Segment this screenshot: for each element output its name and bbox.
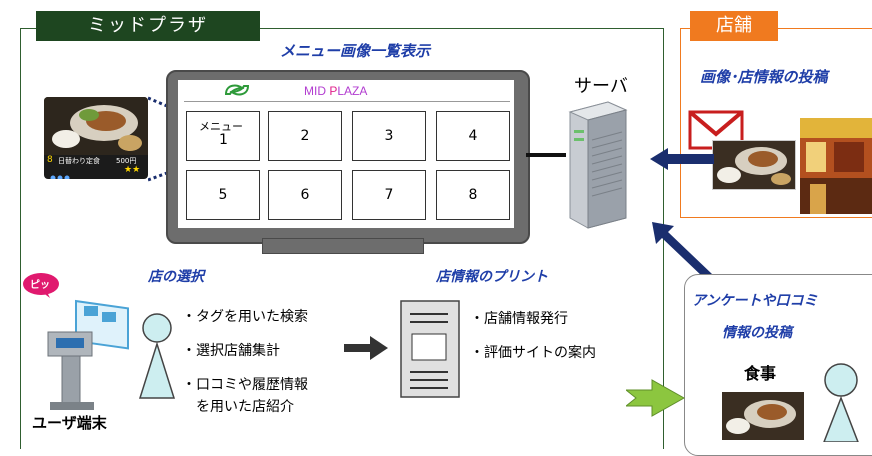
beep-bubble: [23, 273, 59, 298]
menu-display-title: メニュー画像一覧表示: [280, 42, 431, 60]
terminal-label: ユーザ端末: [32, 414, 107, 432]
store-title: 店舗: [690, 11, 778, 41]
menu-item-5[interactable]: 5: [186, 170, 260, 220]
logo-text-post: LAZA: [337, 84, 368, 98]
food-plate-icon: [44, 97, 148, 155]
right-arrow-icon: [344, 336, 388, 360]
storefront-photo: [800, 118, 872, 214]
mid-plaza-title: ミッドプラザ: [36, 11, 260, 41]
kiosk-terminal-icon: [47, 299, 129, 410]
menu-item-1-caption: メニュー: [199, 120, 243, 133]
sample-menu-photo: 8 日替わり定食 500円 ★★: [44, 97, 148, 179]
diner-person-icon: [823, 363, 859, 442]
selection-item-2: ・選択店舗集計: [182, 343, 280, 359]
server-label: サーバ: [574, 76, 628, 97]
sample-menu-price: 500円: [116, 157, 137, 165]
printed-document-icon: [400, 300, 460, 398]
user-person-icon: [138, 313, 176, 399]
selection-item-3: ・口コミや履歴情報: [182, 377, 308, 393]
survey-to-server-arrow: [652, 222, 712, 278]
beep-text: ピッ: [30, 280, 50, 291]
store-meal-photo: [712, 140, 796, 190]
meal-photo: [722, 392, 804, 440]
mid-plaza-logo: [222, 82, 252, 102]
store-to-server-arrow: [650, 148, 714, 170]
meal-label: 食事: [744, 364, 777, 383]
sample-menu-number: 8: [47, 155, 53, 165]
green-arrow-icon: [626, 379, 686, 417]
print-item-2: ・評価サイトの案内: [470, 345, 596, 361]
leaf-logo-icon: [224, 84, 250, 96]
logo-text-p: P: [329, 84, 338, 98]
menu-item-7[interactable]: 7: [352, 170, 426, 220]
print-item-1: ・店舗情報発行: [470, 311, 568, 327]
sample-menu-stars: ★★: [124, 165, 141, 175]
menu-item-6[interactable]: 6: [268, 170, 342, 220]
menu-item-1[interactable]: メニュー 1: [186, 111, 260, 161]
mid-plaza-logo-text: MID PLAZA: [304, 84, 367, 98]
food-plate-icon: [717, 147, 791, 185]
monitor-stand: [262, 238, 424, 254]
storefront-icon: [800, 118, 872, 214]
selection-title: 店の選択: [148, 269, 204, 285]
selection-item-1: ・タグを用いた検索: [182, 309, 308, 325]
survey-title-line1: アンケートや口コミ: [692, 293, 818, 309]
menu-item-2[interactable]: 2: [268, 111, 342, 161]
print-title: 店情報のプリント: [436, 269, 548, 285]
menu-item-4[interactable]: 4: [436, 111, 510, 161]
menu-item-1-number: 1: [219, 132, 228, 148]
server-icon: [568, 101, 628, 229]
selection-item-4: を用いた店紹介: [196, 399, 294, 415]
logo-divider: [184, 101, 510, 102]
monitor-server-connector: [526, 153, 566, 157]
logo-text-pre: MID: [304, 84, 330, 98]
sample-menu-name: 日替わり定食: [58, 157, 100, 165]
menu-item-3[interactable]: 3: [352, 111, 426, 161]
store-post-title: 画像･店情報の投稿: [700, 68, 828, 86]
menu-item-8[interactable]: 8: [436, 170, 510, 220]
survey-title-line2: 情報の投稿: [722, 325, 792, 341]
food-plate-icon: [726, 400, 796, 434]
rating-dots-icon: [50, 167, 72, 179]
